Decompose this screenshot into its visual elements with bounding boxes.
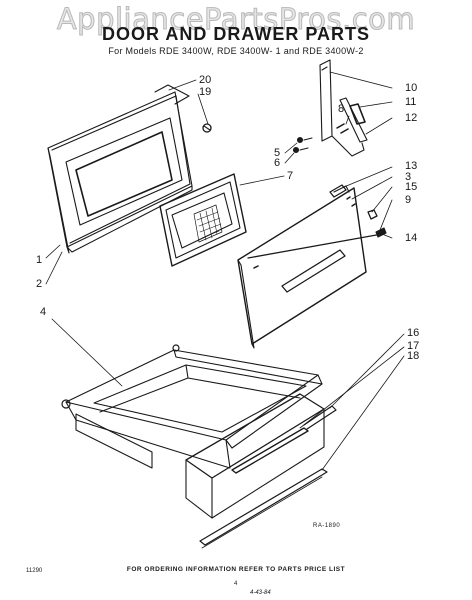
callout-17: 17 xyxy=(407,340,420,352)
callout-16: 16 xyxy=(407,327,420,339)
diagram-title: DOOR AND DRAWER PARTS xyxy=(102,24,370,44)
callout-4: 4 xyxy=(40,306,47,318)
callout-3: 3 xyxy=(405,171,412,183)
callout-5: 5 xyxy=(274,147,281,159)
page-number: 4 xyxy=(234,581,238,587)
callout-leader-lines xyxy=(45,71,405,471)
inner-door-panel xyxy=(47,84,193,254)
callout-7: 7 xyxy=(287,170,294,182)
drawer-front-panel xyxy=(185,393,337,519)
door-trim-parts xyxy=(247,184,387,259)
callout-19: 19 xyxy=(199,86,212,98)
callout-11: 11 xyxy=(405,96,417,108)
callout-6: 6 xyxy=(274,157,281,169)
door-hinge xyxy=(319,59,368,157)
callout-2: 2 xyxy=(36,278,43,290)
handwritten-mark: 4-43-84 xyxy=(250,590,271,596)
diagram-code: RA-1890 xyxy=(313,523,341,529)
callout-12: 12 xyxy=(405,112,418,124)
door-window-glass xyxy=(159,173,247,267)
drawer-body xyxy=(61,344,323,469)
drawer-rail xyxy=(199,468,328,549)
watermark: AppliancePartsPros.com xyxy=(56,2,416,37)
document-code: 11290 xyxy=(26,568,43,574)
callout-13: 13 xyxy=(405,160,418,172)
callout-18: 18 xyxy=(407,350,420,362)
callout-8: 8 xyxy=(338,103,345,115)
callout-9: 9 xyxy=(405,194,412,206)
callout-14: 14 xyxy=(405,232,418,244)
callout-20: 20 xyxy=(199,74,212,86)
ordering-note: FOR ORDERING INFORMATION REFER TO PARTS … xyxy=(126,566,346,573)
outer-door-panel xyxy=(237,185,367,349)
callout-15: 15 xyxy=(405,181,418,193)
callout-1: 1 xyxy=(36,254,43,266)
screws xyxy=(202,123,313,154)
diagram-subtitle: For Models RDE 3400W, RDE 3400W- 1 and R… xyxy=(108,46,364,56)
callout-10: 10 xyxy=(405,82,418,94)
